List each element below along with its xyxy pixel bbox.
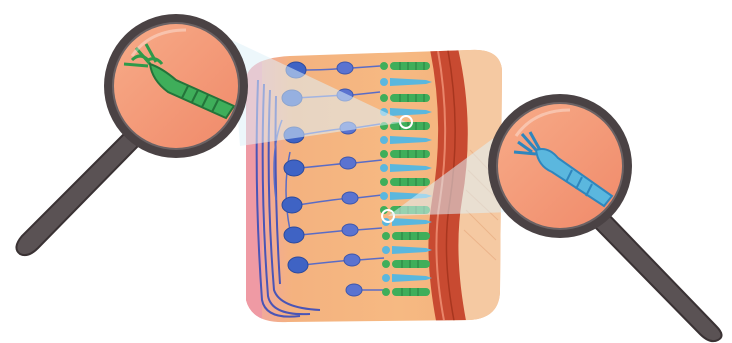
bipolar-cell bbox=[337, 62, 353, 74]
bipolar-cell bbox=[342, 224, 358, 236]
ganglion-cell bbox=[284, 160, 304, 176]
ganglion-cell bbox=[288, 257, 308, 273]
bipolar-cell bbox=[344, 254, 360, 266]
bipolar-cell bbox=[342, 192, 358, 204]
bipolar-cell bbox=[346, 284, 362, 296]
left-magnifier bbox=[16, 14, 248, 255]
magnifier-handle bbox=[16, 132, 138, 255]
magnifier-handle bbox=[592, 212, 722, 341]
ganglion-cell bbox=[282, 197, 302, 213]
ganglion-cell bbox=[284, 227, 304, 243]
right-magnifier bbox=[488, 94, 722, 341]
bipolar-cell bbox=[340, 157, 356, 169]
